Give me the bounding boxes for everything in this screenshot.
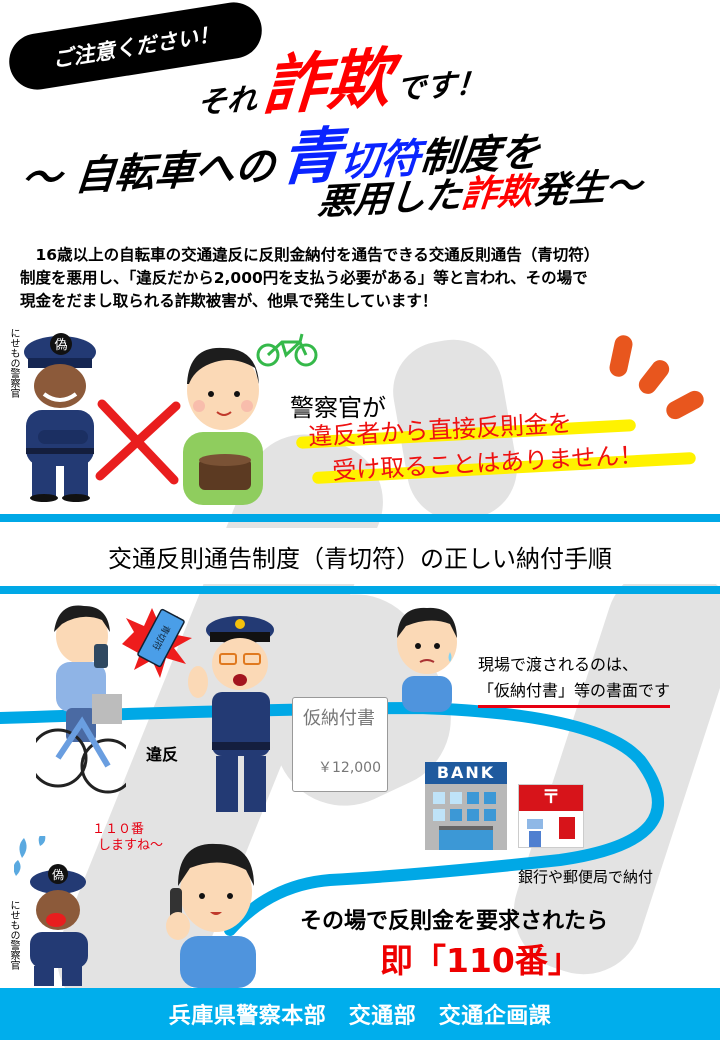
section-title: 交通反則通告制度（青切符）の正しい納付手順 [0,528,720,584]
divider-band-bottom [0,586,720,594]
slip-note-line-1: 現場で渡されるのは、 [478,655,639,674]
provisional-payment-slip: 仮納付書 ￥12,000 [292,697,388,792]
slip-note-line-2: 「仮納付書」等の書面です [478,678,671,708]
post-mark: 〒 [519,785,583,811]
headline-fraud-emphasis: 詐欺 [459,171,536,217]
police-officer-illustration [188,616,274,812]
violation-label: 違反 [146,745,179,764]
cross-mark-icon [95,399,181,485]
slip-amount: ￥12,000 [318,760,381,776]
intro-line: 現金をだまし取られる詐欺被害が、他県で発生しています！ [20,292,438,310]
fake-officer-label: にせもの警察官 [8,900,19,970]
footer-organization: 兵庫県警察本部 交通部 交通企画課 [0,988,720,1040]
payment-location-label: 銀行や郵便局で納付 [518,868,654,886]
call-110-text: 即「110番」 [380,941,581,980]
slip-title: 仮納付書 [303,708,375,729]
headline-prefix: 悪用した [316,174,464,224]
call-bubble-line-2: しますね〜 [98,838,164,853]
headline-prefix: 〜 自転車への [19,143,277,203]
intro-line: 16歳以上の自転車の交通違反に反則金納付を通告できる交通反則通告（青切符） [20,246,600,264]
slip-note: 現場で渡されるのは、 「仮納付書」等の書面です [478,652,671,708]
demand-warning-text: その場で反則金を要求されたら [300,909,609,934]
call-bubble-line-1: １１０番 [92,822,145,837]
bicycle-icon [256,333,318,367]
intro-line: 制度を悪用し、「違反だから2,000円を支払う必要がある」等と言われ、その場で [20,269,588,287]
fake-officer-illustration: 偽 [24,333,96,502]
warning-title: 警察官が [290,394,386,422]
fake-officer-label: にせもの警察官 [8,328,19,398]
worried-man-illustration [397,607,457,712]
fake-badge: 偽 [54,338,67,353]
fake-badge: 偽 [52,868,64,882]
man-calling-illustration [166,843,256,988]
blue-ticket-icon: 青切符 [122,608,192,678]
bank-sign: BANK [425,762,507,784]
cyclist-violator-illustration [36,605,126,794]
emphasis-dash-icon [607,333,635,379]
headline-suffix: 発生〜 [531,165,644,213]
citizen-with-wallet-illustration [183,347,263,505]
bank-building-icon: BANK [425,762,507,850]
emphasis-dash-icon [663,387,707,423]
divider-band-top [0,514,720,522]
post-office-icon: 〒 [518,784,584,848]
panicked-fake-officer-illustration: 偽 [14,836,88,986]
intro-paragraph: 16歳以上の自転車の交通違反に反則金納付を通告できる交通反則通告（青切符） 制度… [20,244,710,313]
call-speech-bubble: １１０番 しますね〜 [92,822,163,854]
emphasis-dash-icon [635,356,673,398]
